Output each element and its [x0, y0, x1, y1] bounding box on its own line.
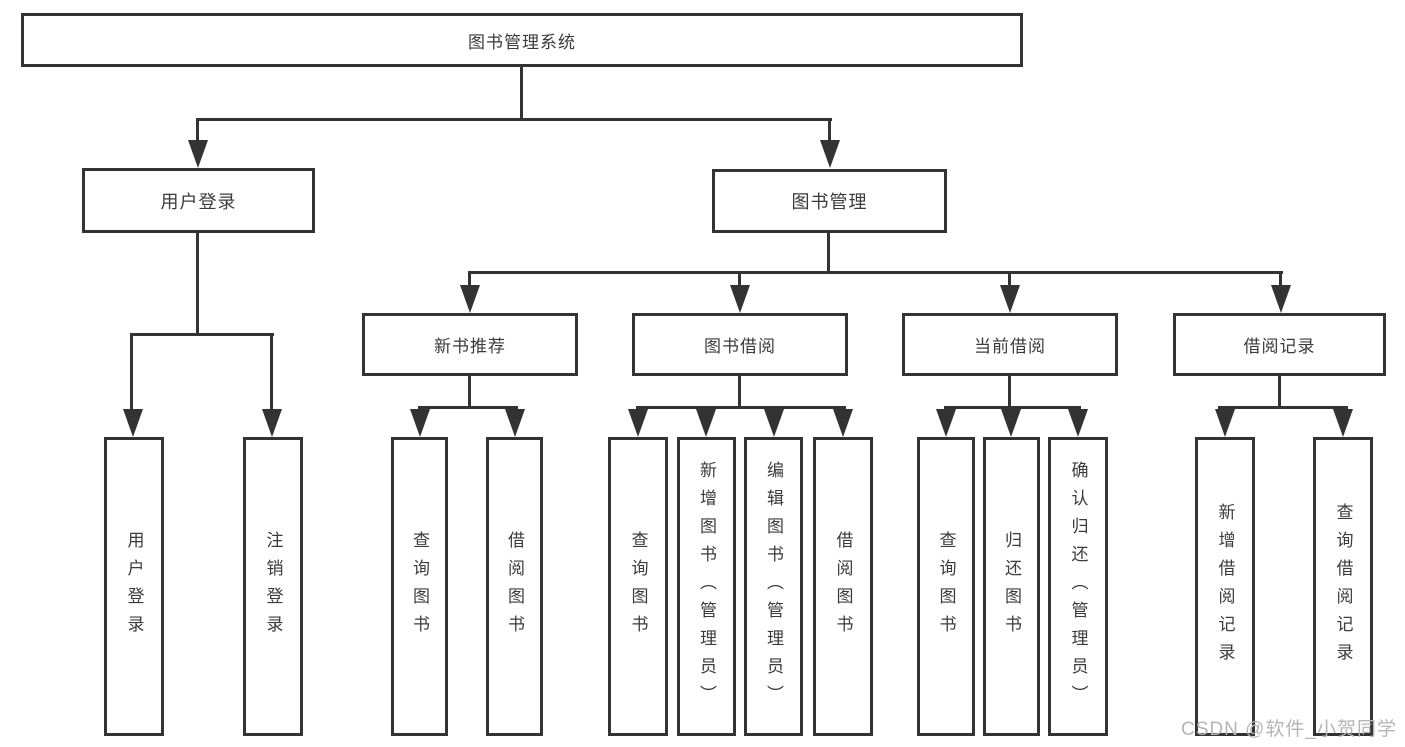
connector-stub [468, 376, 471, 406]
leaf-label: 新增借阅记录 [1215, 502, 1235, 671]
connector-stub [1278, 376, 1281, 406]
node-label: 当前借阅 [974, 337, 1046, 356]
connector-split-borrowing [636, 406, 846, 409]
connector-userlogin-down [196, 233, 199, 333]
arrowhead-icon [188, 140, 208, 168]
arrowhead-icon [730, 285, 750, 313]
csdn-watermark: CSDN @软件_小贺同学 [1181, 719, 1397, 740]
arrowhead-icon [696, 409, 716, 437]
node-label: 新书推荐 [434, 337, 506, 356]
leaf-label: 查询图书 [410, 530, 429, 643]
node-label: 图书管理系统 [468, 32, 576, 52]
connector-stub [270, 333, 273, 411]
connector-split-newbook [418, 406, 518, 409]
leaf-add-borrow-record: 新增借阅记录 [1195, 437, 1255, 736]
leaf-label: 借阅图书 [833, 530, 853, 643]
connector-stub [196, 118, 199, 146]
leaf-user-login: 用户登录 [104, 437, 164, 736]
arrowhead-icon [505, 409, 525, 437]
leaf-confirm-return-admin: 确认归还（管理员） [1048, 437, 1108, 736]
leaf-label: 用户登录 [124, 530, 144, 643]
connector-split-current [944, 406, 1081, 409]
connector-level3-split [468, 271, 1283, 274]
arrowhead-icon [1271, 285, 1291, 313]
leaf-label: 借阅图书 [505, 530, 524, 643]
node-root-library-system: 图书管理系统 [21, 13, 1023, 67]
leaf-return-books: 归还图书 [983, 437, 1040, 736]
arrowhead-icon [833, 409, 853, 437]
leaf-label: 查询图书 [936, 530, 956, 643]
connector-stub [828, 118, 831, 146]
node-book-management: 图书管理 [712, 169, 947, 233]
arrowhead-icon [123, 409, 143, 437]
leaf-label: 查询图书 [628, 530, 648, 643]
leaf-label: 编辑图书（管理员） [764, 460, 783, 713]
arrowhead-icon [1000, 285, 1020, 313]
connector-stub [1279, 271, 1282, 289]
node-book-borrowing: 图书借阅 [632, 313, 848, 376]
arrowhead-icon [1001, 409, 1021, 437]
connector-bookmgmt-down [827, 233, 830, 271]
connector-split-records [1218, 406, 1348, 409]
arrowhead-icon [1333, 409, 1353, 437]
leaf-edit-book-admin: 编辑图书（管理员） [744, 437, 803, 736]
node-new-book-recommend: 新书推荐 [362, 313, 578, 376]
node-current-borrowing: 当前借阅 [902, 313, 1118, 376]
leaf-logout: 注销登录 [243, 437, 303, 736]
arrowhead-icon [820, 140, 840, 168]
connector-stub [1008, 271, 1011, 289]
node-label: 图书借阅 [704, 337, 776, 356]
connector-stub [738, 376, 741, 406]
node-user-login: 用户登录 [82, 168, 315, 233]
leaf-query-borrow-record: 查询借阅记录 [1313, 437, 1373, 736]
connector-stub [130, 333, 133, 411]
leaf-label: 确认归还（管理员） [1068, 460, 1088, 713]
arrowhead-icon [410, 409, 430, 437]
node-label: 图书管理 [791, 192, 868, 212]
leaf-query-books-current: 查询图书 [917, 437, 975, 736]
leaf-label: 查询借阅记录 [1333, 502, 1353, 671]
node-borrow-records: 借阅记录 [1173, 313, 1386, 376]
arrowhead-icon [1215, 409, 1235, 437]
leaf-label: 归还图书 [1002, 530, 1021, 643]
connector-root-down [520, 67, 523, 118]
leaf-borrow-books-borrowing: 借阅图书 [813, 437, 873, 736]
arrowhead-icon [936, 409, 956, 437]
leaf-add-book-admin: 新增图书（管理员） [677, 437, 736, 736]
arrowhead-icon [460, 285, 480, 313]
connector-stub [468, 271, 471, 289]
connector-level2-split [196, 118, 832, 121]
connector-stub [1008, 376, 1011, 406]
connector-userlogin-split [130, 333, 274, 336]
arrowhead-icon [262, 409, 282, 437]
arrowhead-icon [764, 409, 784, 437]
connector-stub [738, 271, 741, 289]
node-label: 借阅记录 [1243, 337, 1316, 356]
leaf-label: 新增图书（管理员） [697, 460, 716, 713]
leaf-borrow-books-recommend: 借阅图书 [486, 437, 543, 736]
leaf-query-books-borrowing: 查询图书 [608, 437, 668, 736]
arrowhead-icon [1068, 409, 1088, 437]
leaf-label: 注销登录 [263, 530, 283, 643]
arrowhead-icon [628, 409, 648, 437]
leaf-query-books-recommend: 查询图书 [391, 437, 448, 736]
node-label: 用户登录 [160, 191, 237, 212]
